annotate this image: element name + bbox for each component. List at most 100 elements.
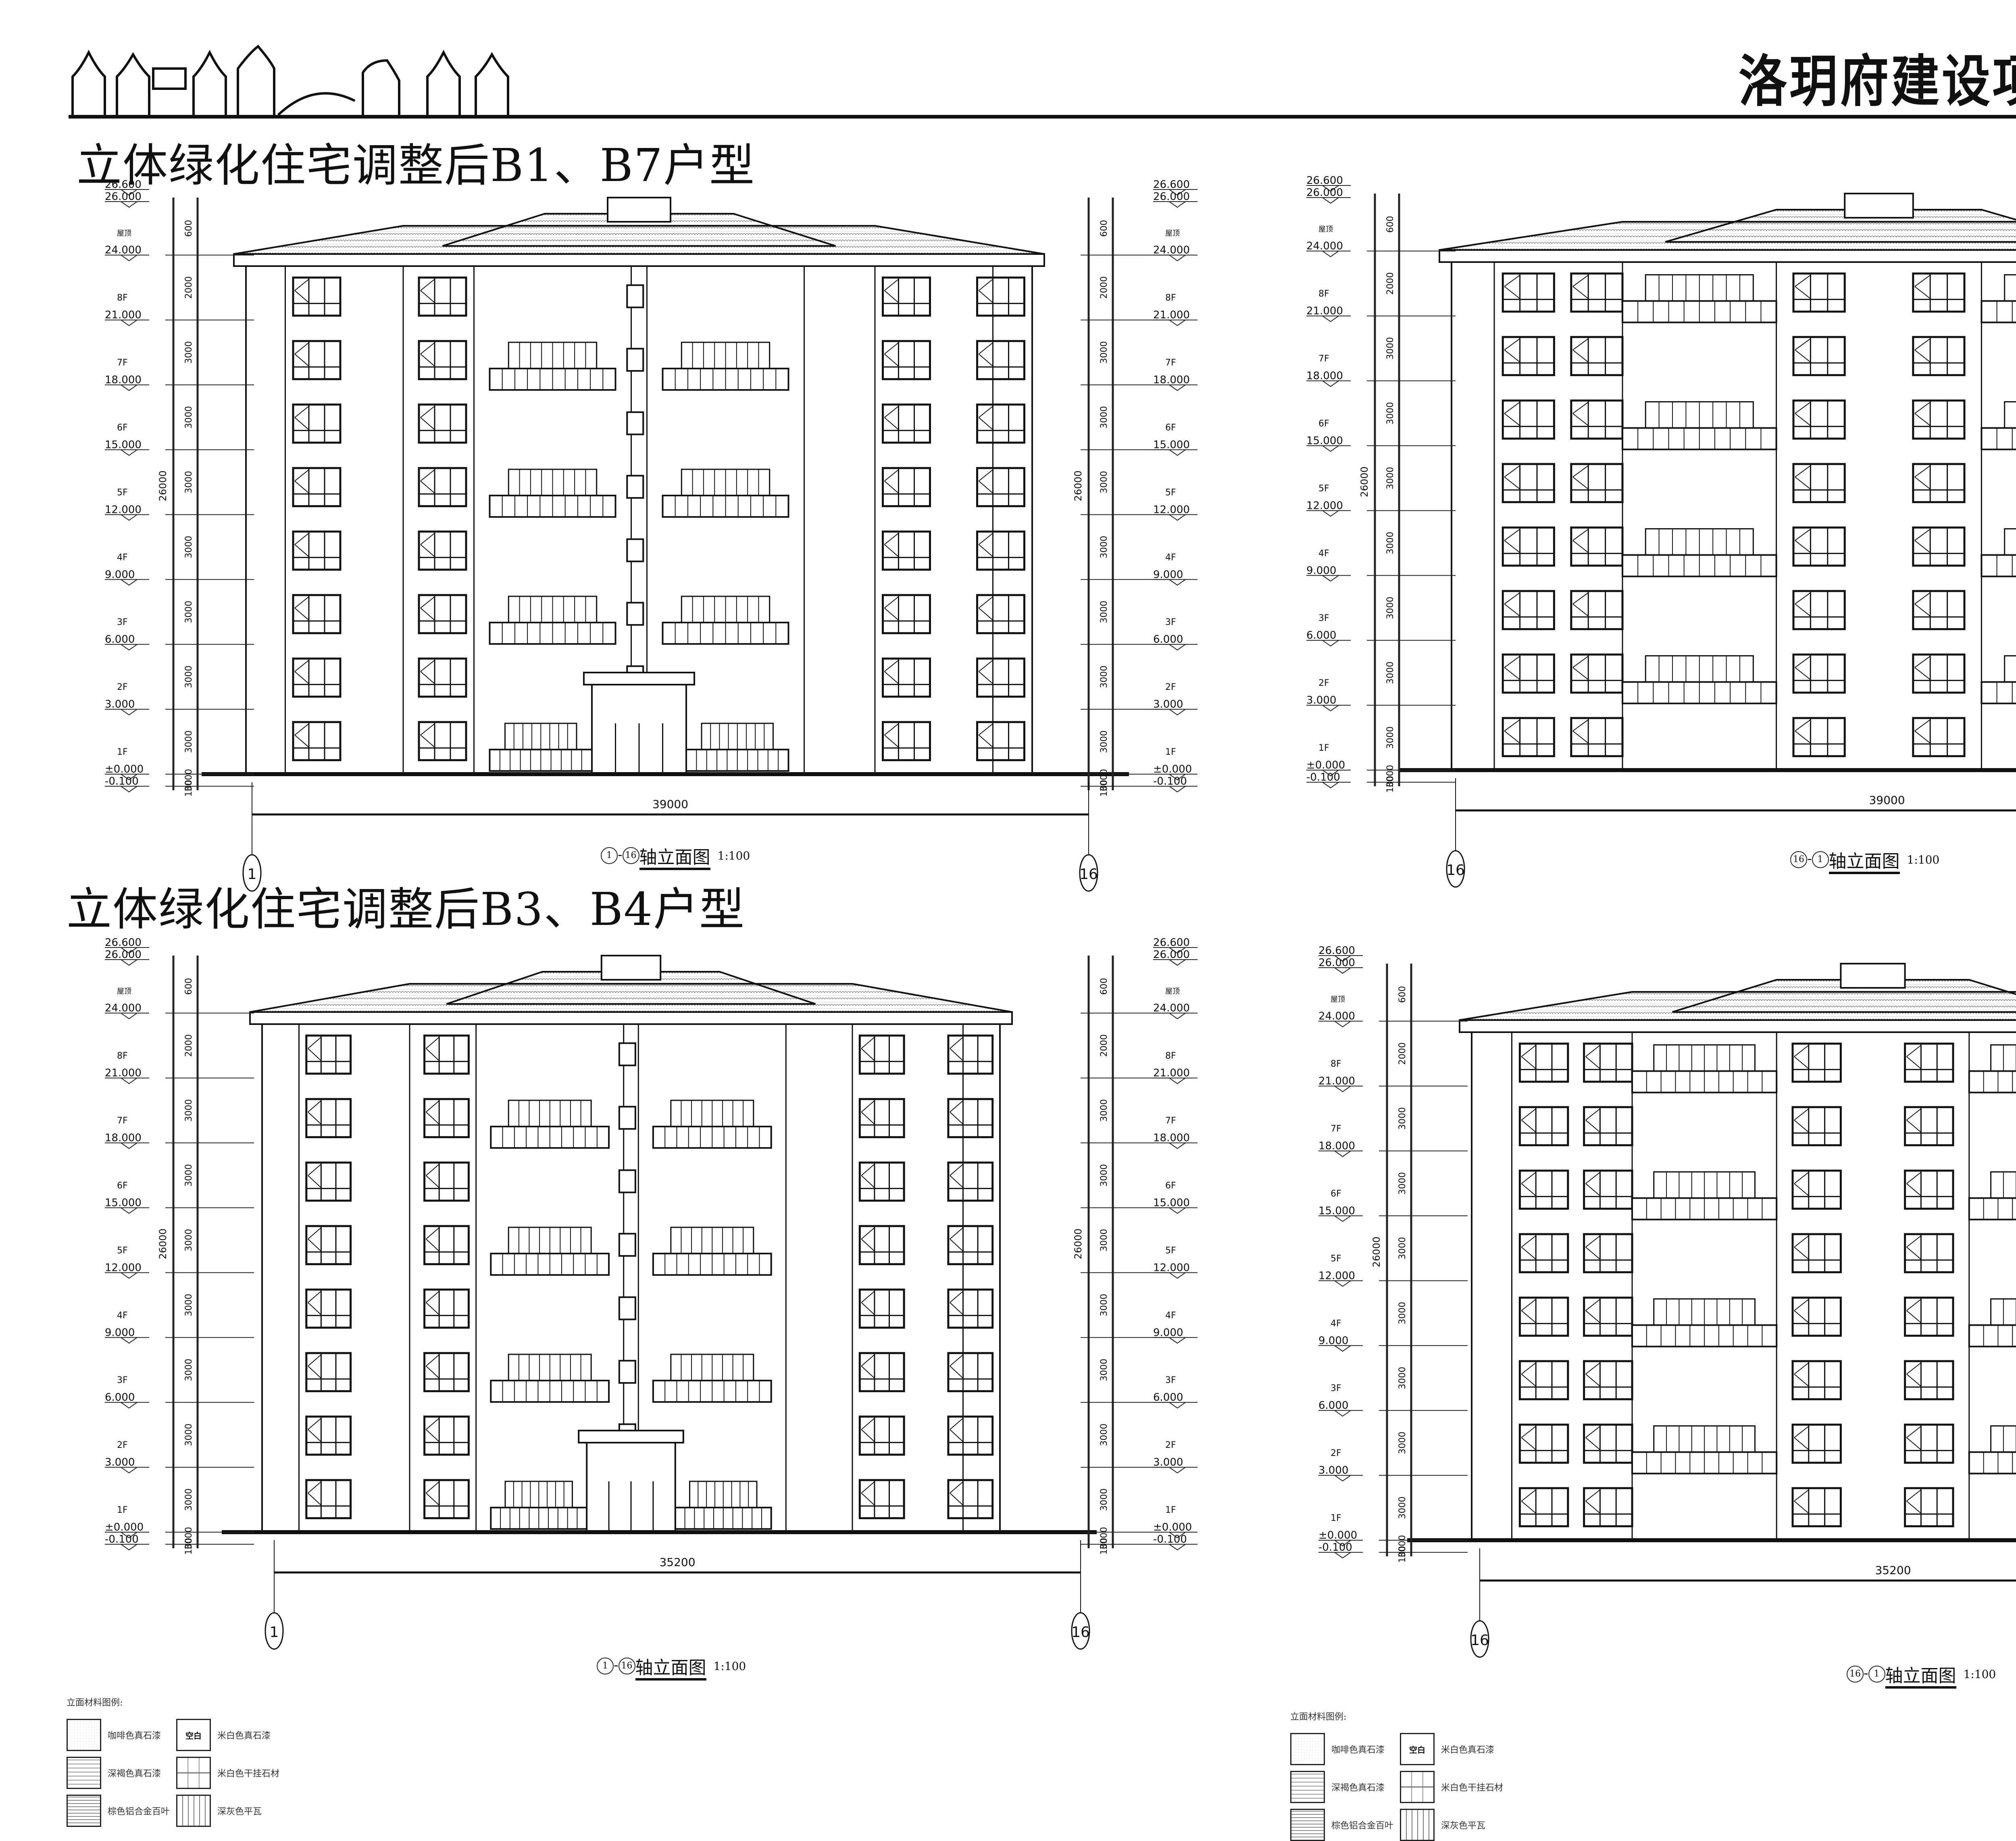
level-annotations: 26.60026.000屋顶24.0008F21.0007F18.0006F15… [1306, 175, 1456, 793]
dimension-text: 3000 [1099, 1489, 1109, 1511]
document-title: 洛玥府建设项目方案设计调整公示 [1739, 50, 2016, 115]
elevation-label: 26.600 [105, 179, 142, 191]
caption-text: 轴立面图 [1885, 1666, 1956, 1689]
elevation-label: 6.000 [1153, 1391, 1183, 1404]
dimension-text: 3000 [1397, 1107, 1408, 1130]
cornice [1459, 1019, 2016, 1033]
floor-label: 2F [1165, 1440, 1176, 1450]
dimension-text: 3000 [1385, 402, 1395, 425]
floor-label: 3F [1165, 617, 1176, 627]
dimension-text: 3000 [1385, 662, 1395, 684]
floor-label: 8F [117, 1051, 128, 1061]
dimension-text: 3000 [1099, 601, 1109, 623]
floor-label: 7F [1165, 1116, 1176, 1126]
elevation-label: 6.000 [1318, 1399, 1348, 1412]
dimension-text: 3000 [1397, 1497, 1408, 1519]
elevation-label: 24.000 [105, 244, 142, 256]
floor-label: 8F [1331, 1059, 1341, 1069]
dimension-text: 3000 [1099, 471, 1109, 494]
floor-label: 5F [1165, 1245, 1176, 1256]
dimension-text: 3000 [1099, 731, 1109, 753]
elevation-label: 12.000 [105, 1262, 142, 1274]
dimension-text: 3000 [1385, 765, 1395, 787]
elevation-label: ±0.000 [105, 1521, 144, 1533]
elevation-label: 15.000 [105, 439, 142, 451]
floor-label: 4F [1331, 1318, 1341, 1329]
elevation-label: 6.000 [105, 1391, 135, 1404]
dimension-text: 3000 [184, 666, 194, 688]
swatch-dry-hung-stone [176, 1757, 211, 1789]
swatch-dark-brown-stone-paint [1290, 1771, 1325, 1803]
elevation-label: 12.000 [1306, 500, 1343, 512]
width-dimension: 35200 [1875, 1564, 1911, 1577]
elevation-label: 3.000 [105, 1456, 135, 1468]
elevation-label: -0.100 [1153, 1533, 1187, 1545]
dimension-text: 3000 [184, 731, 194, 753]
dimension-text: 2000 [1099, 276, 1109, 299]
floor-label: 2F [1331, 1448, 1341, 1458]
elevation-label: 3.000 [105, 698, 135, 710]
floor-label: 2F [1318, 678, 1329, 688]
elevation-label: 12.000 [1153, 504, 1190, 516]
floor-label: 5F [1318, 483, 1329, 494]
floor-label: 7F [117, 1116, 128, 1126]
dimension-text: 2000 [1385, 272, 1395, 295]
dimension-text: 3000 [184, 1527, 194, 1549]
swatch-dry-hung-stone [1400, 1771, 1435, 1803]
legend-label: 棕色铝合金百叶 [1331, 1821, 1394, 1831]
scale-label: 1:100 [1963, 1667, 1996, 1681]
dimension-text: 3000 [1397, 1237, 1408, 1260]
elevation-label: 18.000 [1318, 1140, 1355, 1152]
floor-label: 4F [117, 1310, 128, 1320]
elevation-label: 24.000 [1318, 1010, 1355, 1023]
dimension-text: 3000 [184, 1229, 194, 1252]
floor-label: 1F [117, 1505, 128, 1515]
elevation-label: 6.000 [1306, 629, 1336, 641]
legend-label: 咖啡色真石漆 [1331, 1745, 1385, 1755]
elevation-drawing: 26.60026.000屋顶24.0008F21.0007F18.0006F15… [1306, 175, 2016, 888]
floor-label: 2F [117, 1440, 128, 1450]
dimension-text: 3000 [184, 406, 194, 429]
axis-number: 16 [1446, 862, 1465, 879]
elevation-label: 21.000 [105, 309, 142, 321]
dimension-text: 3000 [1099, 1527, 1109, 1549]
dimension-text: 600 [1397, 986, 1408, 1003]
width-dimension: 35200 [659, 1556, 695, 1569]
dimension-text: 3000 [1397, 1535, 1408, 1558]
dimension-text: 2000 [1099, 1034, 1109, 1057]
axis-number: 1 [248, 866, 257, 883]
floor-label: 屋顶 [117, 987, 131, 996]
elevation-label: -0.100 [105, 1533, 139, 1545]
floor-label: 3F [1331, 1383, 1341, 1393]
dimension-text: 3000 [1099, 666, 1109, 688]
width-dimension: 39000 [652, 798, 688, 811]
floor-label: 2F [1165, 682, 1176, 692]
swatch-coffee-stone-paint [67, 1719, 101, 1751]
elevation-label: 15.000 [105, 1197, 142, 1209]
floor-label: 6F [1165, 1181, 1176, 1191]
swatch-blank: 空白 [1400, 1733, 1435, 1765]
floor-label: 7F [1331, 1124, 1341, 1134]
cornice [233, 253, 1045, 267]
dimension-text: 3000 [184, 471, 194, 494]
dimension-text: 3000 [184, 1489, 194, 1511]
floor-label: 1F [1318, 743, 1329, 753]
floor-label: 7F [1165, 358, 1176, 368]
elevation-label: ±0.000 [105, 763, 144, 775]
legend-label: 咖啡色真石漆 [108, 1731, 161, 1741]
elevation-label: 26.000 [1306, 187, 1343, 199]
elevation-drawing: 26.60026.000屋顶24.0008F21.0007F18.0006F15… [105, 179, 1198, 892]
dimension-text: 3000 [1397, 1172, 1408, 1195]
dimension-text: 3000 [184, 1294, 194, 1316]
axis-bubble: 1 [1868, 1666, 1885, 1683]
elevation-label: -0.100 [1306, 771, 1340, 783]
roof [233, 197, 1045, 255]
caption-text: 轴立面图 [639, 847, 710, 870]
legend-label: 深灰色平瓦 [1441, 1821, 1486, 1831]
elevation-label: 9.000 [1306, 564, 1336, 577]
